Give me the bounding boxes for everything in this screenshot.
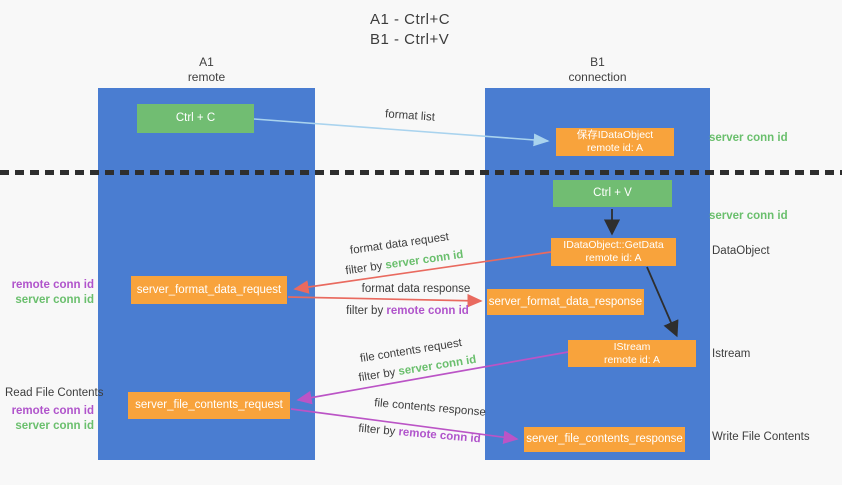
label-dataobject: DataObject: [712, 245, 770, 257]
filter-by-prefix-3: filter by: [357, 366, 400, 385]
node-istream-line1: IStream: [613, 340, 651, 353]
node-save-idataobject-line1: 保存IDataObject: [576, 129, 654, 141]
label-server-conn-id-right-1: server conn id: [709, 132, 788, 144]
column-a1-subtitle: remote: [187, 70, 226, 84]
filter-by-prefix-2: filter by: [346, 305, 387, 317]
diagram-title: A1 - Ctrl+C B1 - Ctrl+V: [370, 10, 450, 50]
label-write-file-contents: Write File Contents: [712, 431, 810, 443]
title-line-1: A1 - Ctrl+C: [370, 11, 451, 28]
left-conn-id-block-1: remote conn id server conn id: [0, 278, 94, 308]
dashed-separator-line: [0, 170, 842, 175]
node-server-file-contents-request: server_file_contents_request: [128, 392, 290, 419]
node-getdata-line1: IDataObject::GetData: [563, 239, 664, 251]
column-a1-name: A1: [199, 55, 214, 69]
filter-by-value-1: server conn id: [384, 248, 465, 272]
node-server-file-contents-response: server_file_contents_response: [524, 427, 685, 452]
node-file-request-label: server_file_contents_request: [135, 399, 283, 411]
label-filter-by-remote-conn-id-2: filter by remote conn id: [352, 422, 488, 446]
label-filter-by-remote-conn-id-1: filter by remote conn id: [340, 305, 475, 317]
node-save-idataobject: 保存IDataObject remote id: A: [556, 128, 674, 156]
node-format-request-label: server_format_data_request: [136, 283, 282, 296]
node-ctrl-c-label: Ctrl + C: [175, 112, 216, 124]
label-server-conn-id-left-2: server conn id: [15, 420, 94, 432]
node-ctrl-v: Ctrl + V: [553, 180, 672, 207]
node-save-idataobject-line2: remote id: A: [586, 142, 644, 154]
column-b1-subtitle: connection: [568, 70, 627, 84]
node-file-response-label: server_file_contents_response: [526, 433, 683, 445]
node-idataobject-getdata: IDataObject::GetData remote id: A: [551, 238, 676, 266]
label-file-contents-response: file contents response: [373, 397, 487, 419]
filter-by-value-4: remote conn id: [397, 426, 482, 446]
node-getdata-line2: remote id: A: [585, 252, 642, 264]
column-b1-name: B1: [590, 55, 605, 69]
label-server-conn-id-left-1: server conn id: [15, 294, 94, 306]
filter-by-prefix-1: filter by: [344, 259, 387, 278]
label-istream: Istream: [712, 348, 751, 360]
label-server-conn-id-right-2: server conn id: [709, 210, 788, 222]
filter-by-prefix-4: filter by: [357, 422, 400, 439]
label-remote-conn-id-left-2: remote conn id: [11, 405, 94, 417]
label-format-data-response: format data response: [361, 283, 471, 295]
left-conn-id-block-2: remote conn id server conn id: [0, 404, 94, 434]
column-header-b1: B1 connection: [485, 55, 710, 85]
title-line-2: B1 - Ctrl+V: [370, 31, 450, 48]
node-istream: IStream remote id: A: [568, 340, 696, 367]
column-header-a1: A1 remote: [98, 55, 315, 85]
arrow-format-data-response: [287, 293, 483, 308]
label-read-file-contents: Read File Contents: [5, 387, 104, 399]
node-ctrl-c: Ctrl + C: [137, 104, 254, 133]
filter-by-value-2: remote conn id: [386, 305, 469, 317]
filter-by-value-3: server conn id: [397, 353, 478, 378]
node-server-format-data-response: server_format_data_response: [487, 289, 644, 315]
label-remote-conn-id-left-1: remote conn id: [11, 279, 94, 291]
node-format-response-label: server_format_data_response: [488, 295, 643, 308]
node-server-format-data-request: server_format_data_request: [131, 276, 287, 304]
node-istream-line2: remote id: A: [603, 353, 661, 366]
label-format-list: format list: [384, 108, 436, 124]
node-ctrl-v-label: Ctrl + V: [593, 187, 632, 199]
